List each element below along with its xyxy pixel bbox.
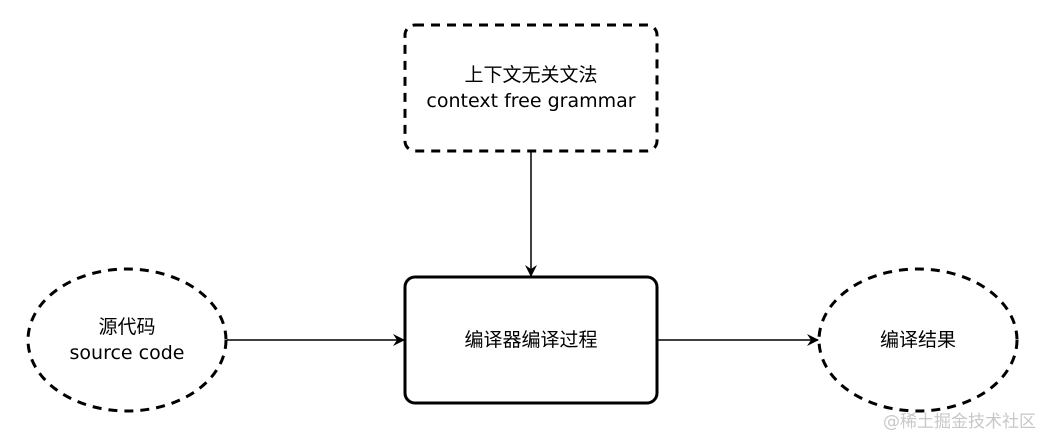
watermark-text: @稀土掘金技术社区	[883, 412, 1036, 432]
result-node-ellipse	[817, 267, 1019, 413]
grammar-node-label: 上下文无关文法 context free grammar	[405, 62, 657, 114]
source-node-ellipse	[26, 267, 228, 413]
source-label-zh: 源代码	[98, 316, 156, 338]
result-node-label: 编译结果	[819, 327, 1017, 353]
grammar-label-zh: 上下文无关文法	[464, 64, 598, 86]
grammar-node-box	[403, 23, 659, 153]
source-node-label: 源代码 source code	[28, 314, 226, 366]
compiler-node-box	[403, 275, 659, 405]
compiler-label-zh: 编译器编译过程	[464, 329, 598, 351]
grammar-label-en: context free grammar	[426, 90, 636, 112]
result-label-zh: 编译结果	[879, 329, 956, 351]
source-label-en: source code	[69, 342, 185, 364]
compiler-node-label: 编译器编译过程	[405, 327, 657, 353]
